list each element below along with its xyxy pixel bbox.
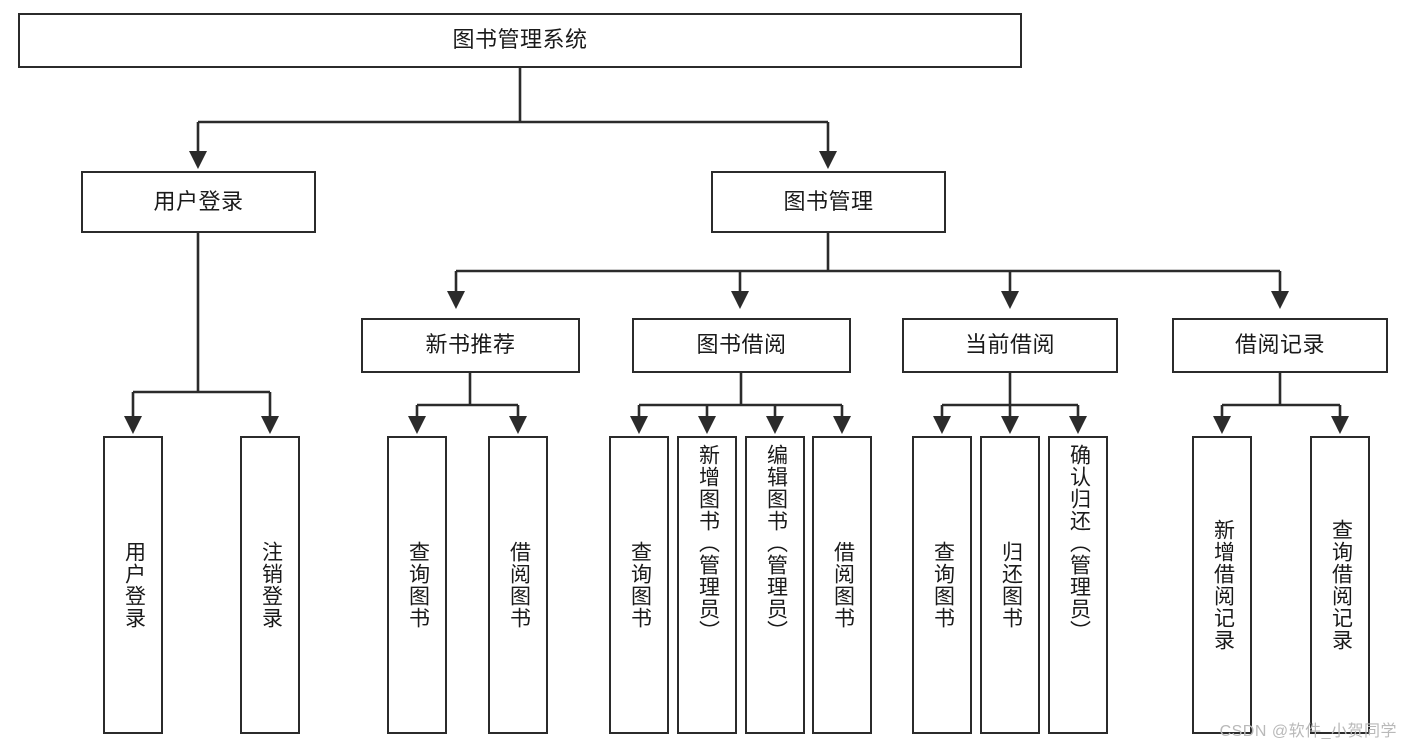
node-leaf-add-book[interactable]: 新增图书（管理员） [677,436,737,734]
node-user-login[interactable]: 用户登录 [81,171,316,233]
node-book-borrow-label: 图书借阅 [696,332,787,358]
node-leaf-confirm-return[interactable]: 确认归还（管理员） [1048,436,1108,734]
node-leaf-user-login[interactable]: 用户登录 [103,436,163,734]
node-leaf-borrow-book-2-label: 借阅图书 [831,541,855,629]
node-leaf-borrow-book-1[interactable]: 借阅图书 [488,436,548,734]
node-leaf-user-login-label: 用户登录 [122,541,146,629]
node-leaf-return-book-label: 归还图书 [999,541,1023,629]
node-leaf-query-book-1[interactable]: 查询图书 [387,436,447,734]
node-book-manage-label: 图书管理 [783,188,874,214]
node-leaf-query-book-1-label: 查询图书 [406,541,430,629]
node-leaf-query-record-label: 查询借阅记录 [1329,519,1353,651]
node-leaf-borrow-book-1-label: 借阅图书 [507,541,531,629]
node-leaf-return-book[interactable]: 归还图书 [980,436,1040,734]
node-current-borrow-label: 当前借阅 [964,332,1055,358]
node-book-manage[interactable]: 图书管理 [711,171,946,233]
node-leaf-user-logout[interactable]: 注销登录 [240,436,300,734]
node-leaf-confirm-return-label: 确认归还（管理员） [1067,444,1091,642]
node-leaf-edit-book[interactable]: 编辑图书（管理员） [745,436,805,734]
node-leaf-query-book-2-label: 查询图书 [628,541,652,629]
node-book-borrow[interactable]: 图书借阅 [632,318,851,373]
node-leaf-query-book-3-label: 查询图书 [931,541,955,629]
node-borrow-record-label: 借阅记录 [1234,332,1325,358]
node-leaf-add-record-label: 新增借阅记录 [1211,519,1235,651]
node-leaf-edit-book-label: 编辑图书（管理员） [764,444,788,642]
node-leaf-add-book-label: 新增图书（管理员） [696,444,720,642]
node-leaf-query-record[interactable]: 查询借阅记录 [1310,436,1370,734]
node-leaf-borrow-book-2[interactable]: 借阅图书 [812,436,872,734]
node-new-book-recommend[interactable]: 新书推荐 [361,318,580,373]
node-leaf-user-logout-label: 注销登录 [259,541,283,629]
node-root[interactable]: 图书管理系统 [18,13,1022,68]
node-leaf-query-book-2[interactable]: 查询图书 [609,436,669,734]
node-leaf-query-book-3[interactable]: 查询图书 [912,436,972,734]
node-leaf-add-record[interactable]: 新增借阅记录 [1192,436,1252,734]
node-current-borrow[interactable]: 当前借阅 [902,318,1118,373]
node-root-label: 图书管理系统 [452,27,588,53]
node-user-login-label: 用户登录 [153,188,244,214]
node-new-book-recommend-label: 新书推荐 [425,332,516,358]
node-borrow-record[interactable]: 借阅记录 [1172,318,1388,373]
csdn-watermark: CSDN @软件_小贺同学 [1219,723,1397,740]
